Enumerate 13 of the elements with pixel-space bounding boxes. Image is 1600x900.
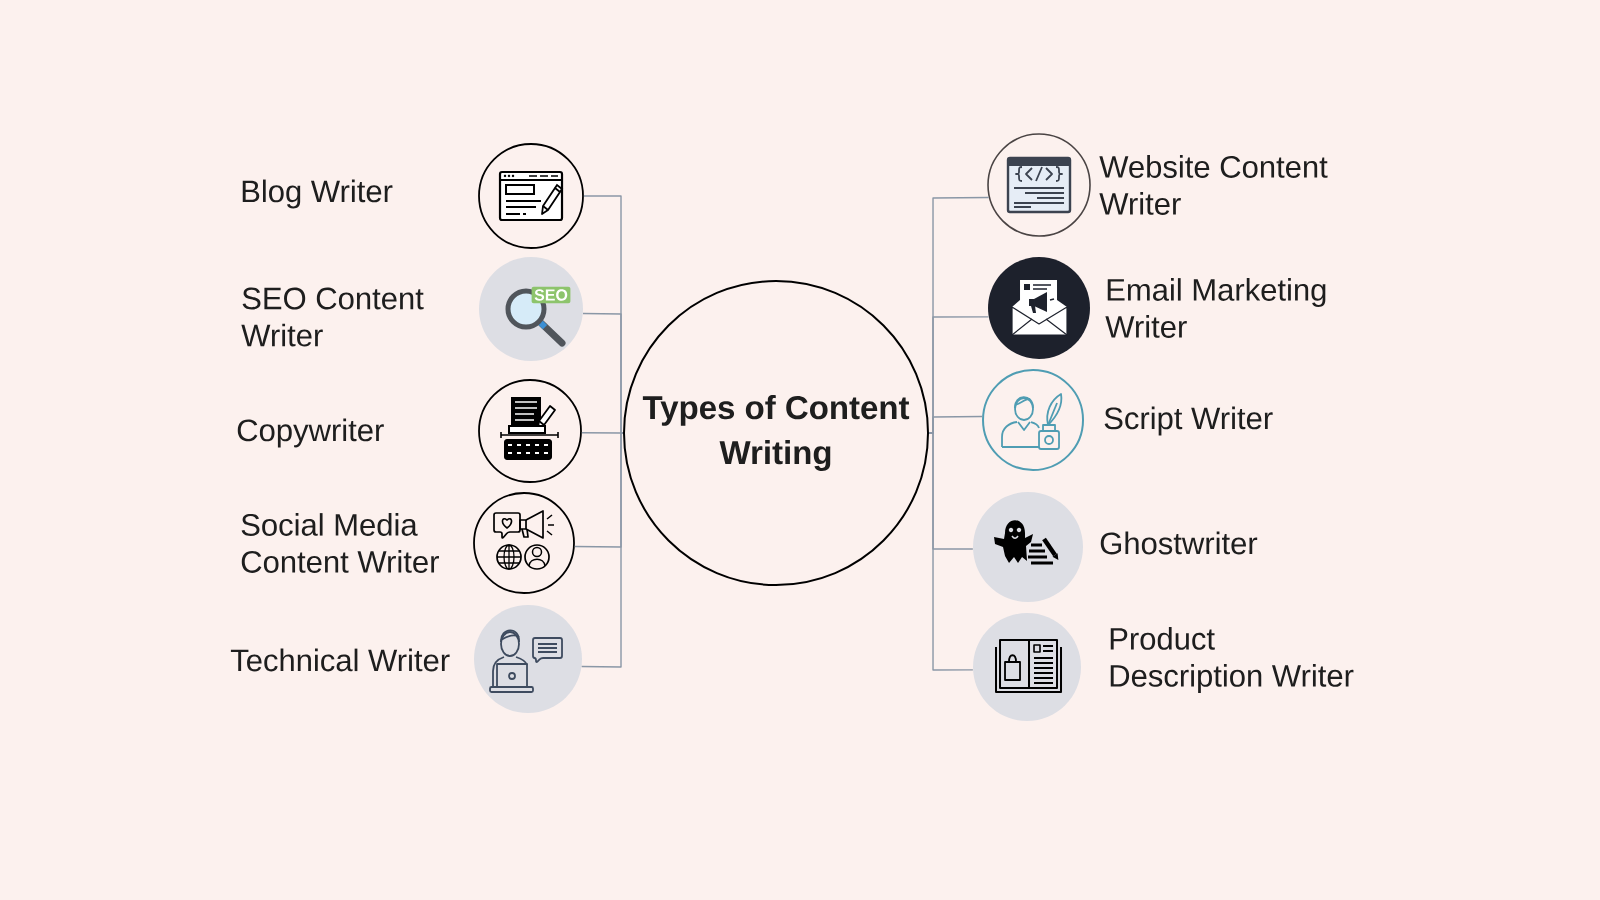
item-label: Website Content Writer: [1099, 155, 1328, 215]
item-label: SEO Content Writer: [241, 287, 424, 347]
item-label: Ghostwriter: [1100, 531, 1258, 555]
connector-line: [582, 312, 624, 434]
item-label: Copywriter: [237, 418, 384, 448]
item-label: Product Description Writer: [1110, 627, 1354, 693]
item-label: Script Writer: [1104, 406, 1273, 436]
connector-line: [928, 432, 974, 671]
item-label: Blog Writer: [242, 179, 393, 209]
item-label: Social Media Content Writer: [241, 513, 439, 573]
item-label: Email Marketing Writer: [1105, 278, 1326, 338]
item-label: Technical Writer: [230, 648, 450, 672]
connector-line: [580, 432, 624, 668]
